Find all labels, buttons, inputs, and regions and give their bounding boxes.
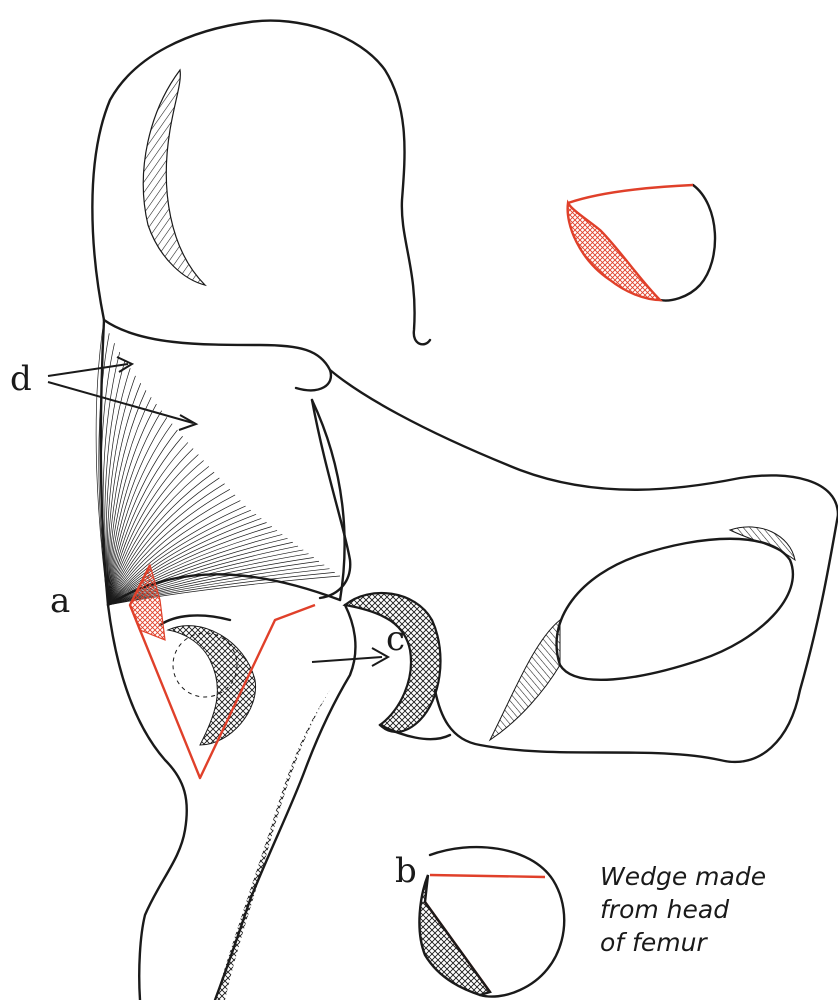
- acetabulum: [345, 593, 450, 739]
- label-a: a: [50, 581, 70, 621]
- wedge-piece-b: [419, 847, 564, 997]
- arrows-from-d: [48, 357, 196, 430]
- label-b: b: [395, 851, 417, 891]
- gluteal-muscle-fibers: [96, 320, 345, 605]
- caption-line-2: from head: [600, 895, 729, 924]
- label-c: c: [386, 619, 405, 659]
- iliac-fossa-shading: [143, 70, 205, 285]
- label-d: d: [10, 359, 32, 399]
- arrow-to-c: [312, 648, 388, 666]
- obturator-foramen: [490, 527, 795, 740]
- caption-line-3: of femur: [600, 928, 708, 957]
- wedge-piece-top: [568, 185, 715, 300]
- caption-line-1: Wedge made: [600, 862, 766, 891]
- caption: Wedge made from head of femur: [600, 862, 766, 957]
- femur: [108, 605, 355, 1000]
